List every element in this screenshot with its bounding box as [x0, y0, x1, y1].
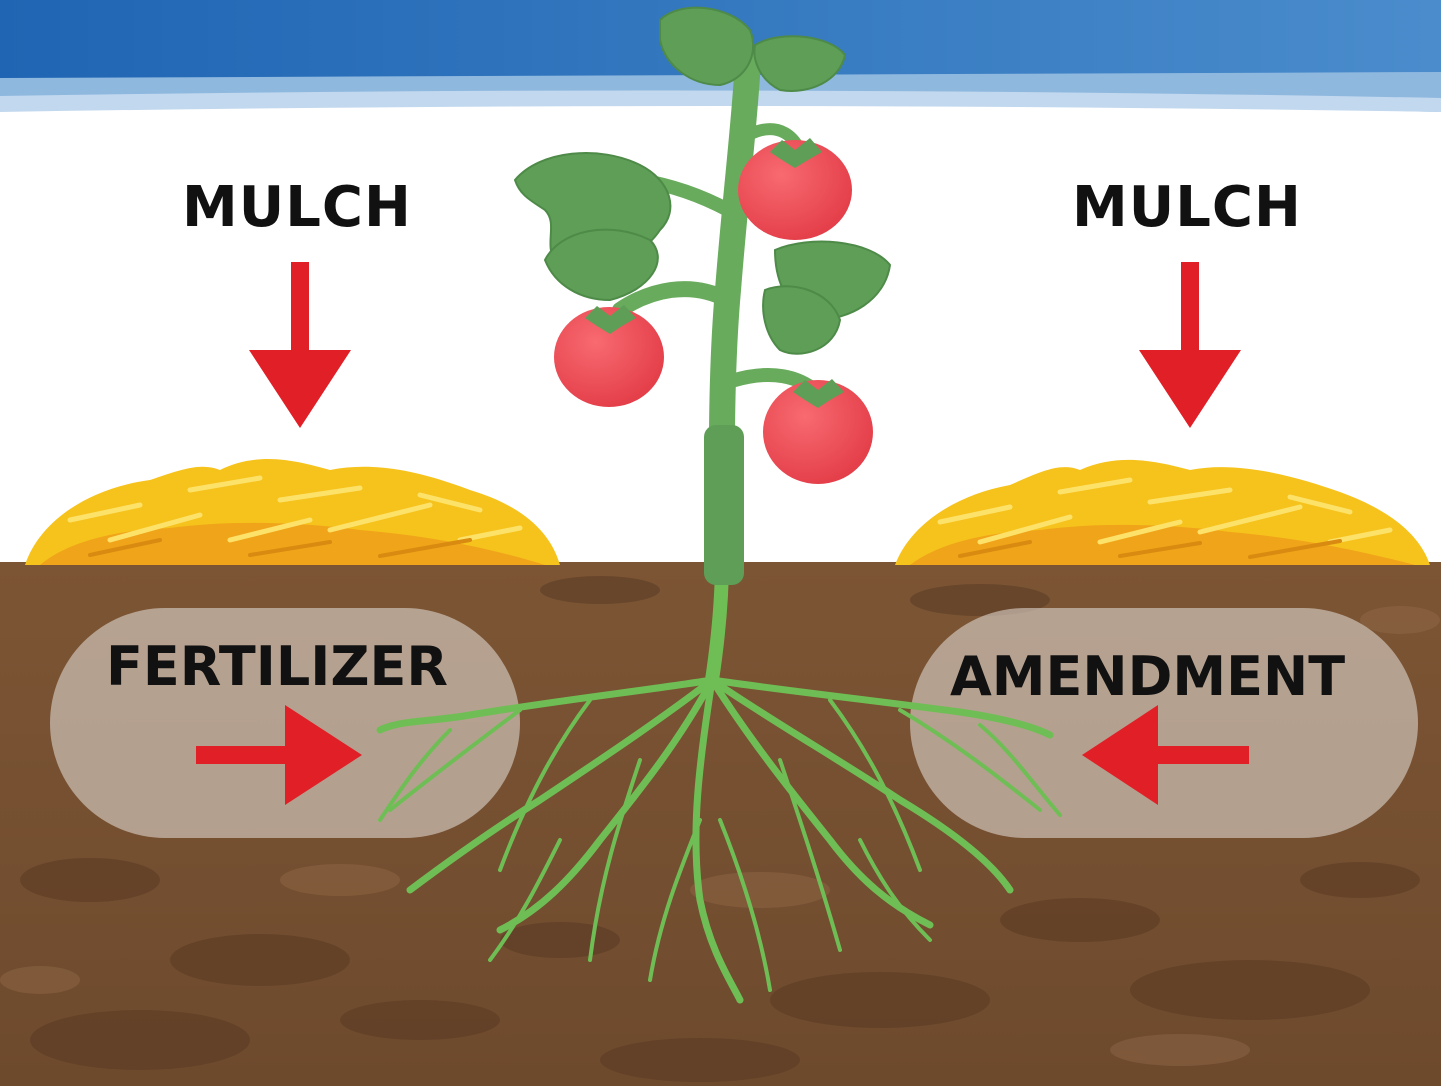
down-arrow-icon	[1139, 262, 1241, 428]
tomato-left	[554, 305, 664, 407]
tomato-top	[738, 138, 852, 240]
mulch-label-right: MULCH	[1072, 180, 1302, 236]
mulch-label-left: MULCH	[182, 180, 412, 236]
down-arrow-icon	[249, 262, 351, 428]
tomato-right	[763, 379, 873, 484]
mulch-pile-left	[25, 459, 560, 565]
amendment-label: AMENDMENT	[950, 650, 1345, 704]
mulch-pile-right	[895, 460, 1430, 565]
fertilizer-label: FERTILIZER	[106, 640, 448, 694]
amendment-panel	[910, 608, 1418, 838]
